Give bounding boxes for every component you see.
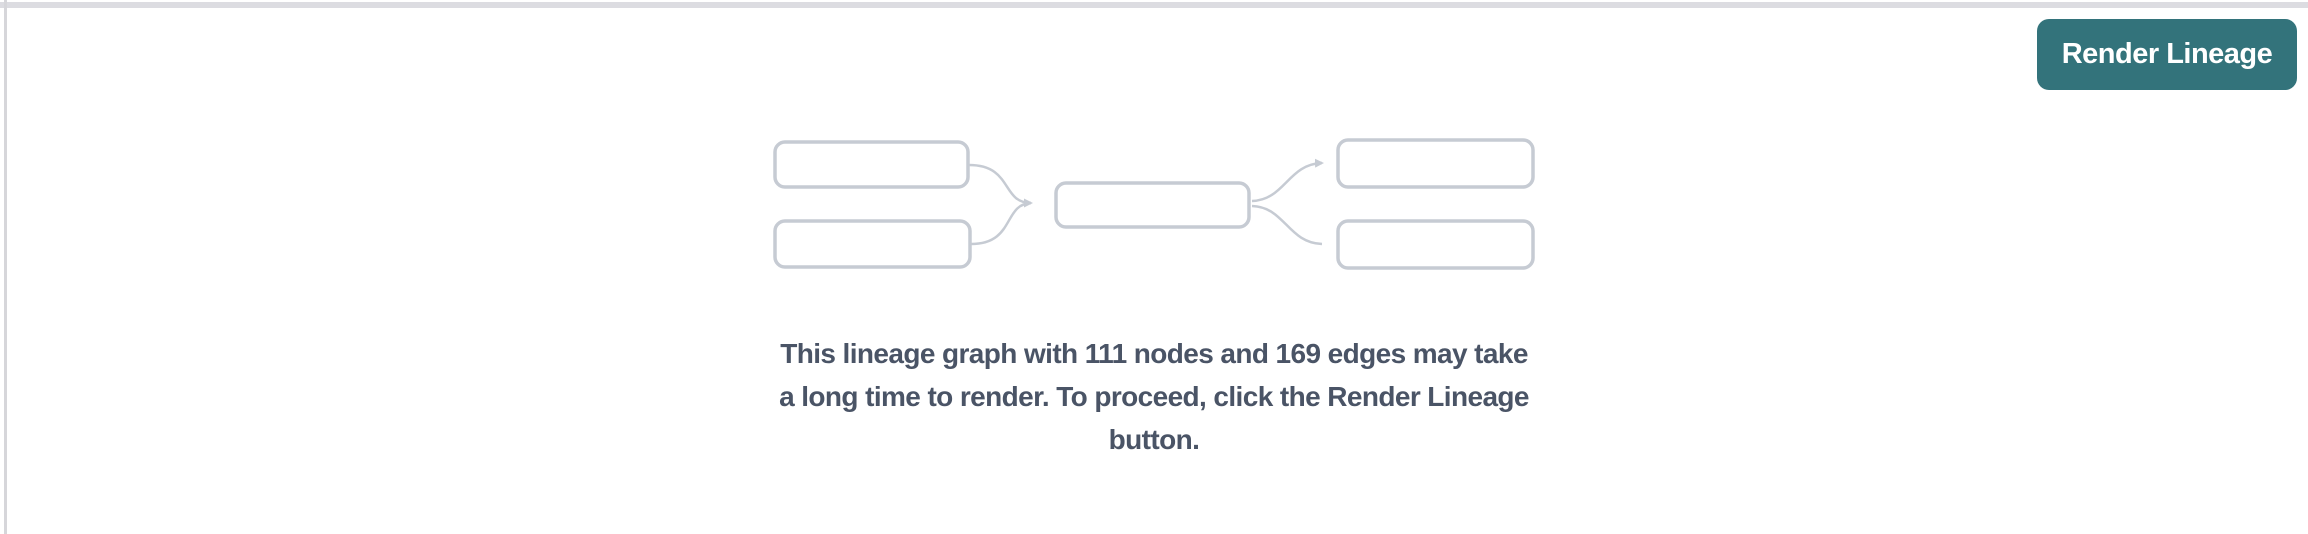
panel-top-border [0,2,2308,8]
edge-left-bottom [970,201,1032,246]
lineage-warning-message: This lineage graph with 111 nodes and 16… [704,332,1604,461]
edge-right-top [1251,158,1324,203]
graph-node-box [773,219,972,269]
graph-node-box [1336,138,1535,189]
panel-left-border [4,0,7,534]
edge-right-bottom [1251,204,1323,246]
graph-node-box [1054,181,1251,229]
graph-node-box [773,140,970,189]
lineage-empty-state: This lineage graph with 111 nodes and 16… [704,138,1604,461]
edge-left-top [968,163,1033,208]
message-line-3: button. [1108,424,1200,455]
message-line-2: a long time to render. To proceed, click… [779,381,1529,412]
render-lineage-button[interactable]: Render Lineage [2037,19,2297,90]
lineage-placeholder-graphic [773,138,1535,270]
graph-node-box [1336,219,1535,270]
message-line-1: This lineage graph with 111 nodes and 16… [780,338,1528,369]
